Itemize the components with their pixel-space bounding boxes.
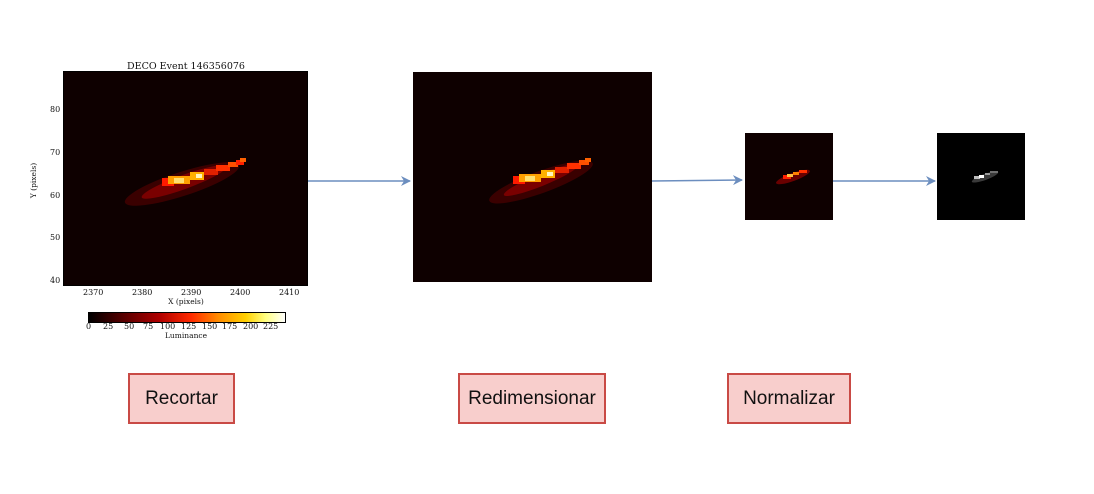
colorbar-tick: 225 <box>263 322 279 331</box>
step-label: Recortar <box>145 387 218 409</box>
x-tick: 2410 <box>279 288 300 297</box>
y-tick: 80 <box>50 105 61 114</box>
downscaled-heatmap-svg <box>745 133 833 220</box>
cropped-heatmap-svg <box>64 72 308 286</box>
step-label: Redimensionar <box>468 387 596 409</box>
arrow-resize-to-small <box>651 175 743 186</box>
x-tick: 2370 <box>83 288 104 297</box>
luminance-colorbar <box>88 312 286 323</box>
colorbar-tick: 100 <box>160 322 176 331</box>
colorbar-tick: 150 <box>202 322 218 331</box>
colorbar-tick: 0 <box>86 322 92 331</box>
x-tick: 2380 <box>132 288 153 297</box>
plot-frame <box>63 71 308 286</box>
x-axis-label: X (pixels) <box>168 297 204 306</box>
step-label: Normalizar <box>743 387 835 409</box>
resized-heatmap-image <box>413 72 652 282</box>
downscaled-heatmap-image <box>745 133 833 220</box>
normalized-grayscale-image <box>937 133 1025 220</box>
y-axis-label: Y (pixels) <box>29 162 39 199</box>
y-tick: 40 <box>50 276 61 285</box>
colorbar-tick: 175 <box>222 322 238 331</box>
step-box-recortar: Recortar <box>128 373 235 424</box>
colorbar-tick: 125 <box>181 322 197 331</box>
plot-title: DECO Event 146356076 <box>127 61 245 72</box>
x-tick: 2400 <box>230 288 251 297</box>
colorbar-tick: 25 <box>103 322 114 331</box>
x-tick: 2390 <box>181 288 202 297</box>
colorbar-tick: 75 <box>143 322 154 331</box>
step-box-redimensionar: Redimensionar <box>458 373 606 424</box>
y-tick: 70 <box>50 148 61 157</box>
step-box-normalizar: Normalizar <box>727 373 851 424</box>
track-blob <box>124 158 246 206</box>
colorbar-tick: 50 <box>124 322 135 331</box>
colorbar-label: Luminance <box>164 331 208 340</box>
normalized-grayscale-svg <box>937 133 1025 220</box>
y-tick: 50 <box>50 233 61 242</box>
resized-heatmap-svg <box>413 72 652 282</box>
y-tick: 60 <box>50 191 61 200</box>
colorbar-tick: 200 <box>243 322 259 331</box>
cropped-heatmap-image <box>64 72 308 286</box>
